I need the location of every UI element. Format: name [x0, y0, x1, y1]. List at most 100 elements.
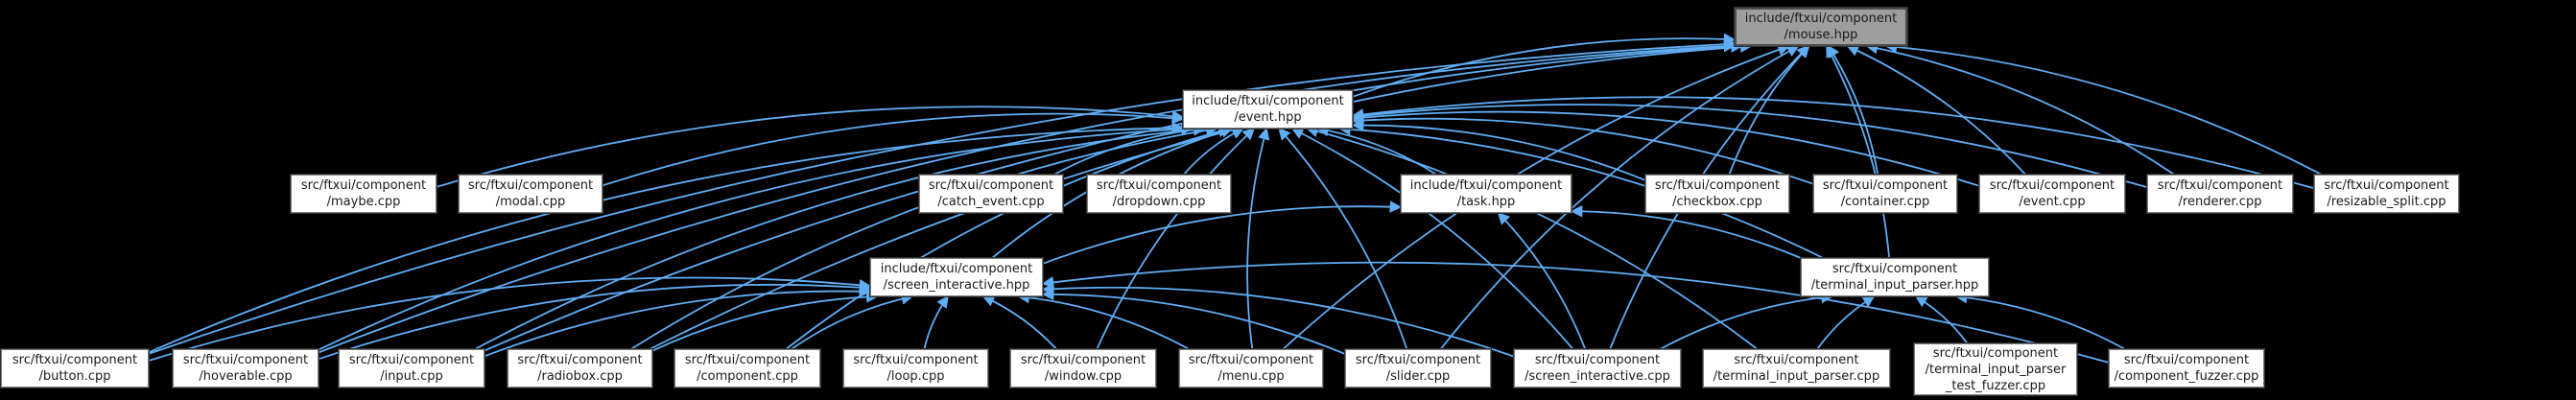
edge-screen-interactive-hpp-to-task-hpp [1042, 200, 1403, 265]
graph-node-label-line: _test_fuzzer.cpp [1945, 378, 2046, 393]
graph-node-component-cpp[interactable]: src/ftxui/component/component.cpp [674, 348, 821, 388]
graph-node-resizable-split-cpp[interactable]: src/ftxui/component/resizable_split.cpp [2313, 174, 2460, 214]
edge-hoverable-cpp-to-event-hpp [318, 123, 1193, 351]
edge-terminal-input-parser-hpp-to-task-hpp [1570, 204, 1802, 259]
edge-event-hpp-to-mouse-hpp [1352, 33, 1737, 98]
graph-node-terminal-input-parser-cpp[interactable]: src/ftxui/component/terminal_input_parse… [1702, 348, 1891, 388]
graph-node-label-line: /maybe.cpp [326, 195, 401, 209]
graph-node-terminal-input-parser-test-fuzzer-cpp[interactable]: src/ftxui/component/terminal_input_parse… [1913, 342, 2078, 396]
graph-node-terminal-input-parser-hpp[interactable]: src/ftxui/component/terminal_input_parse… [1800, 257, 1990, 297]
edge-screen-interactive-cpp-to-event-hpp [1290, 128, 1574, 350]
graph-node-label-line: /mouse.hpp [1784, 28, 1858, 42]
graph-node-screen-interactive-hpp[interactable]: include/ftxui/component/screen_interacti… [869, 257, 1044, 297]
graph-node-label-line: /dropdown.cpp [1112, 195, 1206, 209]
graph-node-label-line: src/ftxui/component [1188, 353, 1314, 367]
edge-input-cpp-to-event-hpp [474, 123, 1206, 350]
graph-node-label-line: /resizable_split.cpp [2327, 195, 2446, 209]
edge-component-cpp-to-screen-interactive-hpp [791, 293, 914, 350]
graph-node-label-line: /event.hpp [1234, 110, 1302, 125]
graph-node-label-line: src/ftxui/component [348, 353, 475, 367]
graph-node-dropdown-cpp[interactable]: src/ftxui/component/dropdown.cpp [1086, 174, 1232, 214]
graph-node-component-fuzzer-cpp[interactable]: src/ftxui/component/component_fuzzer.cpp [2108, 348, 2265, 388]
graph-node-task-hpp[interactable]: include/ftxui/component/task.hpp [1400, 174, 1572, 214]
graph-node-label-line: src/ftxui/component [2157, 178, 2283, 193]
graph-node-mouse-hpp[interactable]: include/ftxui/component/mouse.hpp [1734, 7, 1908, 47]
graph-node-loop-cpp[interactable]: src/ftxui/component/loop.cpp [842, 348, 989, 388]
graph-node-label-line: src/ftxui/component [12, 353, 138, 367]
edge-radiobox-cpp-to-screen-interactive-hpp [651, 291, 879, 352]
edge-input-cpp-to-screen-interactive-hpp [484, 285, 872, 358]
graph-node-label-line: src/ftxui/component [300, 178, 427, 193]
graph-node-radiobox-cpp[interactable]: src/ftxui/component/radiobox.cpp [507, 348, 653, 388]
edge-container-cpp-to-mouse-hpp [1827, 44, 1879, 176]
graph-node-label-line: src/ftxui/component [1989, 178, 2115, 193]
edge-radiobox-cpp-to-event-hpp [630, 124, 1218, 350]
graph-node-catch-event-cpp[interactable]: src/ftxui/component/catch_event.cpp [918, 174, 1064, 214]
graph-node-label-line: src/ftxui/component [467, 178, 594, 193]
graph-node-button-cpp[interactable]: src/ftxui/component/button.cpp [0, 348, 150, 388]
graph-node-label-line: src/ftxui/component [1654, 178, 1781, 193]
graph-node-label-line: /container.cpp [1840, 195, 1930, 209]
graph-node-label-line: src/ftxui/component [1534, 353, 1661, 367]
edge-dropdown-cpp-to-event-hpp [1183, 128, 1244, 176]
graph-node-event-cpp[interactable]: src/ftxui/component/event.cpp [1978, 174, 2126, 214]
edge-task-hpp-to-event-hpp [1315, 124, 1437, 176]
graph-node-label-line: /screen_interactive.hpp [883, 278, 1030, 293]
edge-screen-interactive-cpp-to-task-hpp [1497, 212, 1587, 350]
edge-window-cpp-to-event-hpp [1096, 128, 1256, 350]
graph-node-label-line: src/ftxui/component [1096, 178, 1222, 193]
graph-node-label-line: src/ftxui/component [1355, 353, 1481, 367]
graph-node-label-line: src/ftxui/component [684, 353, 811, 367]
edge-component-cpp-to-event-hpp [785, 125, 1231, 350]
graph-node-label-line: /renderer.cpp [2178, 195, 2262, 209]
graph-node-label-line: /hoverable.cpp [199, 369, 293, 384]
graph-node-label-line: /loop.cpp [886, 369, 945, 384]
graph-node-label-line: /terminal_input_parser.cpp [1713, 369, 1880, 384]
graph-node-label-line: /component.cpp [697, 369, 798, 384]
edge-catch-event-cpp-to-event-hpp [1053, 123, 1207, 176]
graph-node-renderer-cpp[interactable]: src/ftxui/component/renderer.cpp [2146, 174, 2294, 214]
graph-node-label-line: src/ftxui/component [1822, 178, 1949, 193]
graph-node-slider-cpp[interactable]: src/ftxui/component/slider.cpp [1344, 348, 1492, 388]
edge-resizable-split-cpp-to-mouse-hpp [1884, 40, 2323, 176]
graph-node-maybe-cpp[interactable]: src/ftxui/component/maybe.cpp [290, 174, 437, 214]
graph-node-checkbox-cpp[interactable]: src/ftxui/component/checkbox.cpp [1644, 174, 1790, 214]
graph-node-label-line: include/ftxui/component [1192, 94, 1344, 108]
edge-hoverable-cpp-to-screen-interactive-hpp [318, 281, 872, 361]
graph-node-label-line: /terminal_input_parser [1925, 362, 2067, 377]
graph-node-event-hpp[interactable]: include/ftxui/component/event.hpp [1182, 89, 1354, 129]
edge-terminal-input-parser-cpp-to-terminal-input-parser-hpp [1816, 295, 1876, 350]
edge-event-cpp-to-mouse-hpp [1846, 44, 2026, 176]
graph-node-label-line: /terminal_input_parser.hpp [1810, 278, 1979, 293]
edge-slider-cpp-to-screen-interactive-hpp [1041, 288, 1346, 355]
edge-screen-interactive-cpp-to-terminal-input-parser-hpp [1659, 291, 1833, 350]
graph-node-input-cpp[interactable]: src/ftxui/component/input.cpp [338, 348, 485, 388]
graph-node-label-line: /modal.cpp [495, 195, 566, 209]
graph-node-label-line: include/ftxui/component [1744, 12, 1898, 26]
edge-loop-cpp-to-screen-interactive-hpp [923, 294, 949, 350]
graph-node-label-line: /task.hpp [1456, 195, 1516, 209]
edge-screen-interactive-cpp-to-screen-interactive-hpp [1041, 282, 1515, 358]
graph-node-label-line: /screen_interactive.cpp [1524, 369, 1670, 384]
graph-node-label-line: /window.cpp [1044, 369, 1123, 384]
graph-node-label-line: src/ftxui/component [1020, 353, 1146, 367]
graph-node-label-line: /input.cpp [380, 369, 443, 384]
graph-node-menu-cpp[interactable]: src/ftxui/component/menu.cpp [1178, 348, 1324, 388]
graph-node-label-line: /button.cpp [38, 369, 111, 384]
graph-node-screen-interactive-cpp[interactable]: src/ftxui/component/screen_interactive.c… [1513, 348, 1682, 388]
graph-node-label-line: src/ftxui/component [2123, 353, 2250, 367]
graph-node-label-line: src/ftxui/component [928, 178, 1054, 193]
edge-terminal-input-parser-hpp-to-mouse-hpp [1826, 44, 1890, 259]
graph-node-label-line: src/ftxui/component [1832, 262, 1958, 276]
graph-node-modal-cpp[interactable]: src/ftxui/component/modal.cpp [458, 174, 603, 214]
graph-node-label-line: /menu.cpp [1217, 369, 1285, 384]
graph-node-window-cpp[interactable]: src/ftxui/component/window.cpp [1009, 348, 1157, 388]
graph-node-hoverable-cpp[interactable]: src/ftxui/component/hoverable.cpp [172, 348, 319, 388]
graph-node-label-line: src/ftxui/component [182, 353, 309, 367]
edge-button-cpp-to-event-hpp [148, 122, 1185, 354]
graph-node-container-cpp[interactable]: src/ftxui/component/container.cpp [1812, 174, 1958, 214]
edge-slider-cpp-to-event-hpp [1278, 128, 1408, 350]
graph-node-label-line: /radiobox.cpp [537, 369, 623, 384]
graph-node-label-line: src/ftxui/component [1932, 345, 2059, 361]
